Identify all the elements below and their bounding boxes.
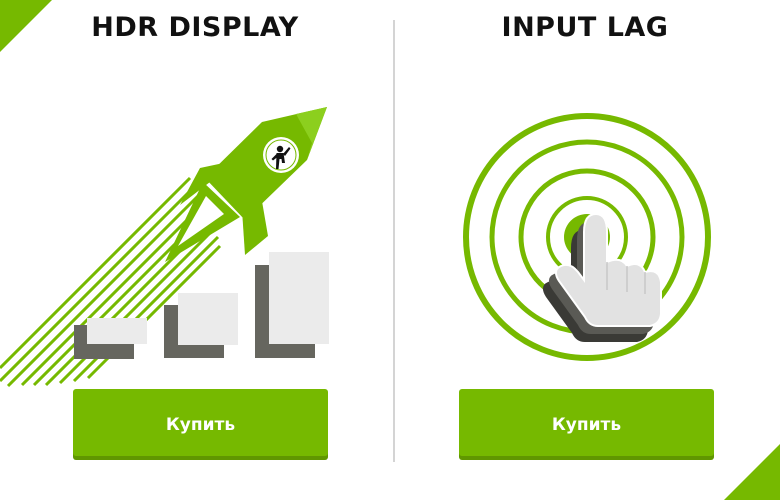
hdr-display-panel: HDR DISPLAY (0, 12, 329, 460)
rocket-icon (0, 107, 329, 388)
corner-accent-bottom-right (724, 444, 780, 500)
corner-accent-top-left (0, 0, 52, 52)
panel-title-input-lag: INPUT LAG (501, 12, 669, 43)
target-pointer-icon (463, 113, 711, 361)
buy-button-input-lag[interactable]: Купить (459, 389, 714, 460)
buy-button-hdr-display[interactable]: Купить (73, 389, 328, 460)
panel-divider (393, 20, 395, 462)
input-lag-panel: INPUT LAG Купить (390, 0, 780, 500)
panel-title-hdr-display: HDR DISPLAY (91, 12, 299, 43)
